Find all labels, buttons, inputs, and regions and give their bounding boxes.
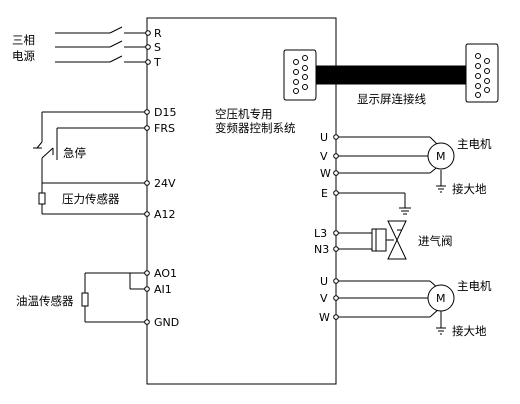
motor2-terminal-W: W [319, 311, 330, 324]
motor1-terminal-V: V [320, 150, 328, 163]
motor2-label: 主电机 [457, 279, 492, 293]
motor2-wiring [336, 280, 446, 335]
motor1-wiring [336, 136, 446, 215]
connector-pins [293, 53, 490, 98]
terminal-AI1: AI1 [154, 283, 172, 296]
pressure-sensor-label: 压力传感器 [62, 192, 120, 206]
motor1-ground-label: 接大地 [452, 182, 487, 196]
motor2-symbol: M [436, 292, 446, 305]
terminal-AO1: AO1 [154, 267, 177, 280]
oil-temp-sensor-circuit [81, 272, 147, 323]
supply-lines [55, 26, 148, 63]
terminal-T: T [153, 56, 161, 69]
terminal-GND: GND [154, 316, 179, 329]
motor1-symbol: M [436, 150, 446, 163]
estop-label: 急停 [63, 146, 86, 160]
motor1-terminal-U: U [320, 131, 328, 144]
estop-circuit [33, 111, 147, 183]
supply-label-2: 电源 [12, 49, 35, 63]
motor2-ground-label: 接大地 [452, 324, 487, 338]
terminal-A12: A12 [154, 208, 176, 221]
display-cable [283, 43, 499, 103]
controller-title-1: 空压机专用 [215, 107, 273, 121]
motor1-label: 主电机 [457, 137, 492, 151]
motor2-terminal-V: V [320, 292, 328, 305]
terminal-N3: N3 [314, 243, 329, 256]
terminal-D15: D15 [154, 106, 176, 119]
earth-terminal-E: E [321, 187, 328, 200]
terminal-S: S [154, 41, 161, 54]
motor2-circle [427, 284, 455, 312]
oil-temp-sensor-label: 油温传感器 [16, 294, 74, 308]
terminal-dots [144, 30, 339, 325]
terminal-R: R [154, 27, 162, 40]
motor1-terminal-W: W [320, 167, 331, 180]
supply-label-1: 三相 [12, 33, 35, 47]
intake-valve-label: 进气阀 [418, 234, 453, 248]
controller-title-2: 变频器控制系统 [215, 121, 296, 135]
terminal-L3: L3 [314, 227, 327, 240]
intake-valve-wiring [336, 220, 407, 260]
terminal-24V: 24V [154, 177, 176, 190]
motor1-circle [427, 142, 455, 170]
motor2-terminal-U: U [320, 275, 328, 288]
terminal-FRS: FRS [154, 122, 175, 135]
controller-box [146, 17, 337, 385]
pressure-sensor-circuit [38, 182, 147, 215]
display-cable-label: 显示屏连接线 [357, 92, 426, 106]
